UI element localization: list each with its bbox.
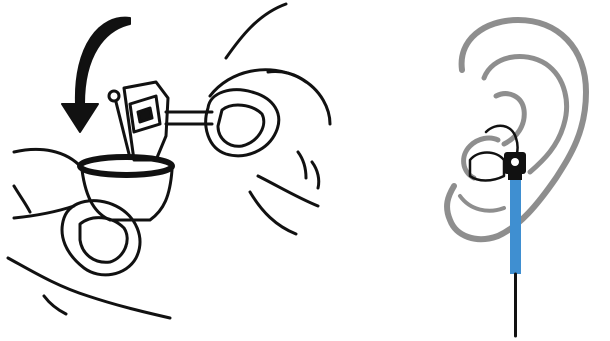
thumb-nail <box>218 105 264 146</box>
rotate-arrow-head <box>62 104 98 132</box>
dome-rim <box>80 157 172 175</box>
insert-tip-illustration <box>0 0 340 341</box>
connector-hole-icon <box>511 158 519 166</box>
connector-collar <box>508 172 522 180</box>
receiver-marker <box>138 108 152 122</box>
left-hand-finger-crease <box>44 296 66 314</box>
lower-right-finger-2 <box>250 192 296 234</box>
finger-crease <box>298 152 319 188</box>
upper-hand-inner <box>210 70 330 124</box>
receiver-pin-head <box>109 91 119 101</box>
lower-right-finger <box>258 176 318 206</box>
upper-hand-knuckle <box>268 71 306 82</box>
ear-fit-illustration <box>400 0 610 341</box>
cable-blue-section <box>510 180 521 274</box>
upper-hand-outline <box>226 4 286 58</box>
left-hand-outline <box>14 149 82 168</box>
ear-concha <box>496 94 524 144</box>
ear-lobe-inner <box>460 196 504 211</box>
rotate-arrow-body <box>76 18 130 104</box>
left-hand-bottom <box>8 258 170 318</box>
left-hand-knuckle <box>14 186 30 212</box>
left-thumb-nail <box>80 218 127 263</box>
